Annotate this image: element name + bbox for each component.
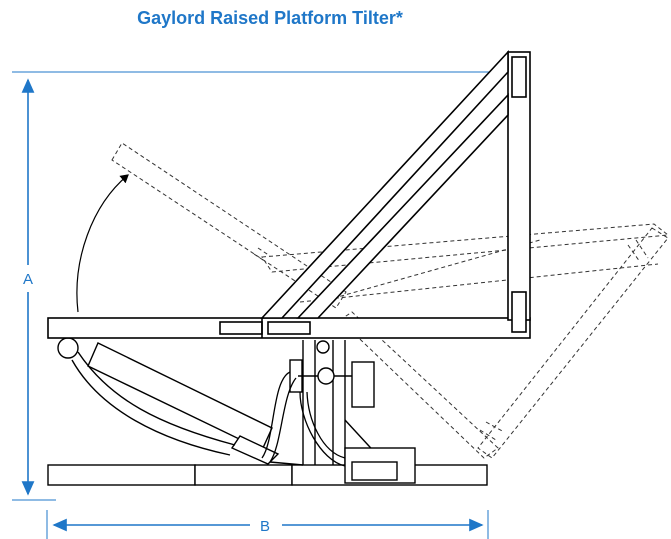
base-plate [47, 464, 488, 486]
upright-frame [260, 49, 531, 338]
dimension-a-label: A [23, 271, 33, 288]
hydraulic-cylinder [57, 337, 280, 465]
dimension-b-label: B [260, 518, 270, 535]
tilt-motion-arrow [76, 174, 129, 313]
dimension-a: A [12, 71, 492, 501]
hydraulic-hoses [261, 371, 346, 467]
lift-column [269, 340, 416, 484]
page-title: Gaylord Raised Platform Tilter* [137, 8, 403, 28]
dimension-b: B [46, 510, 489, 539]
platform-deck [47, 317, 531, 339]
